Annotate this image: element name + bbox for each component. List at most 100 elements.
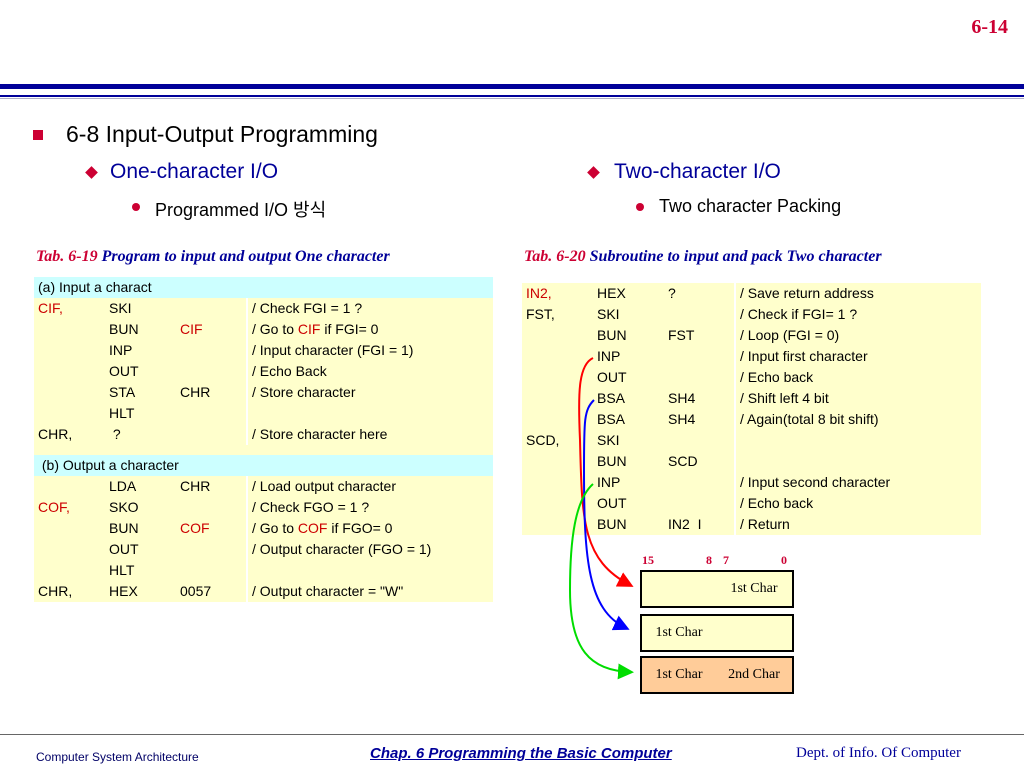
opcode-cell: INP (597, 474, 621, 490)
left-subheading: One-character I/O (110, 160, 279, 183)
comment-cell: / Input character (FGI = 1) (246, 340, 493, 361)
opcode-cell: ? (109, 426, 121, 442)
caption-prefix: Tab. 6-19 (36, 248, 98, 265)
code-row: FST,SKI/ Check if FGI= 1 ? (522, 304, 981, 325)
comment-cell (246, 403, 493, 424)
operand-cell: CHR (180, 478, 211, 494)
square-bullet-icon (33, 130, 43, 140)
comment-cell: / Check FGO = 1 ? (246, 497, 493, 518)
comment-text: / Go to (252, 321, 298, 337)
opcode-cell: OUT (109, 363, 139, 379)
reg2-low-empty (716, 614, 794, 652)
label-cell: COF, (38, 499, 70, 515)
code-row: OUT / Echo Back (34, 361, 493, 382)
bit-label-8: 8 (706, 553, 712, 567)
operand-cell: SH4 (668, 411, 696, 427)
bit-label-7: 7 (723, 553, 729, 567)
opcode-cell: OUT (597, 369, 627, 385)
code-row: CIF,SKI/ Check FGI = 1 ? (34, 298, 493, 319)
label-cell: CHR, (38, 583, 73, 599)
reg2-high-cell: 1st Char (640, 614, 718, 652)
comment-cell: / Echo Back (246, 361, 493, 382)
opcode-cell: SKI (597, 306, 620, 322)
comment-text: if FGO= 0 (327, 520, 393, 536)
code-row: IN2,HEX?/ Save return address (522, 283, 981, 304)
label-cell: CIF, (38, 300, 63, 316)
code-row: SCD,SKI (522, 430, 981, 451)
operand-cell: CIF (180, 321, 203, 337)
slide-heading: 6-8 Input-Output Programming (66, 121, 378, 147)
comment-text: / Go to (252, 520, 298, 536)
footer-left: Computer System Architecture (36, 750, 199, 764)
operand-cell: IN2 I (668, 516, 702, 532)
comment-label: COF (297, 520, 328, 536)
comment-cell: / Go to CIF if FGI= 0 (246, 319, 493, 340)
arrow-blue (582, 399, 630, 631)
label-cell: CHR, (38, 426, 73, 442)
code-row: CHR, ? / Store character here (34, 424, 493, 445)
opcode-cell: HLT (109, 405, 135, 421)
opcode-cell: BSA (597, 411, 626, 427)
header-rule-grey (0, 98, 1024, 99)
code-row: HLT (34, 560, 493, 581)
comment-cell: / Echo back (734, 493, 981, 514)
footer-rule (0, 734, 1024, 735)
opcode-cell: OUT (597, 495, 627, 511)
bit-label-0: 0 (781, 553, 787, 567)
opcode-cell: SKI (109, 300, 132, 316)
arrow-red (578, 357, 634, 587)
opcode-cell: OUT (109, 541, 139, 557)
right-bullet-item: Two character Packing (659, 196, 842, 216)
comment-label: CIF (297, 321, 321, 337)
opcode-cell: SKO (109, 499, 139, 515)
opcode-cell: HEX (109, 583, 138, 599)
caption-title: Program to input and output One characte… (97, 248, 390, 265)
left-bullet-item: Programmed I/O 방식 (155, 200, 327, 220)
opcode-cell: HLT (109, 562, 135, 578)
section-a-header: (a) Input a charact (34, 277, 493, 298)
comment-cell: / Check if FGI= 1 ? (734, 304, 981, 325)
comment-cell: / Loop (FGI = 0) (734, 325, 981, 346)
opcode-cell: HEX (597, 285, 626, 301)
opcode-cell: BUN (109, 520, 139, 536)
operand-cell: 0057 (180, 583, 212, 599)
operand-cell: COF (180, 520, 210, 536)
opcode-cell: BUN (109, 321, 139, 337)
comment-cell: / Load output character (246, 476, 493, 497)
label-cell: SCD, (526, 432, 560, 448)
code-row: OUT / Echo back (522, 367, 981, 388)
comment-cell: / Return (734, 514, 981, 535)
code-row: INP / Input second character (522, 472, 981, 493)
comment-cell: / Input second character (734, 472, 981, 493)
header-rule-thin (0, 95, 1024, 97)
opcode-cell: STA (109, 384, 136, 400)
comment-cell: / Store character here (246, 424, 493, 445)
comment-cell: / Input first character (734, 346, 981, 367)
comment-cell: / Output character (FGO = 1) (246, 539, 493, 560)
comment-cell (734, 451, 981, 472)
operand-cell: ? (668, 285, 676, 301)
code-row: HLT (34, 403, 493, 424)
comment-cell: / Store character (246, 382, 493, 403)
comment-cell: / Echo back (734, 367, 981, 388)
code-row: INP/ Input first character (522, 346, 981, 367)
opcode-cell: LDA (109, 478, 137, 494)
code-row: OUT / Echo back (522, 493, 981, 514)
operand-cell: SH4 (668, 390, 696, 406)
right-subheading: Two-character I/O (614, 160, 781, 183)
comment-cell: / Output character = "W" (246, 581, 493, 602)
comment-cell: / Go to COF if FGO= 0 (246, 518, 493, 539)
footer-center: Chap. 6 Programming the Basic Computer (370, 745, 672, 762)
dot-bullet-icon (132, 203, 140, 211)
caption-title: Subroutine to input and pack Two charact… (585, 248, 882, 265)
table-6-19-caption: Tab. 6-19 Program to input and output On… (36, 248, 390, 266)
